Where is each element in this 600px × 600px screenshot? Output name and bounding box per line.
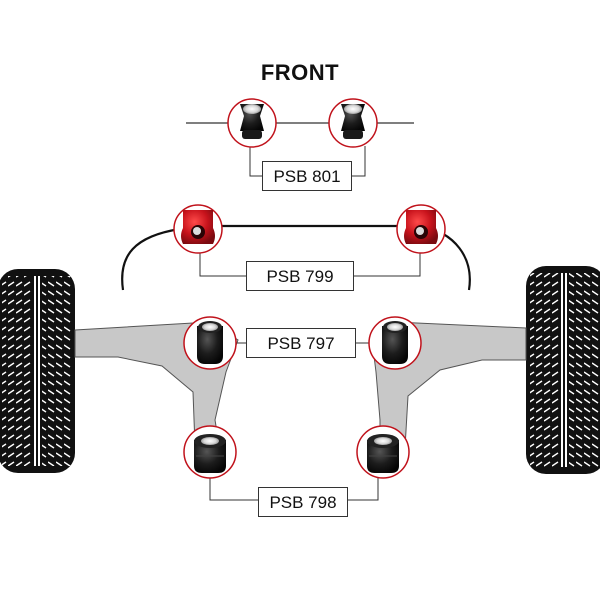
bush-psb798-left <box>183 425 237 479</box>
leader-lines <box>199 146 421 501</box>
bush-psb797-right <box>368 316 422 370</box>
right-tyre <box>526 266 600 474</box>
diagram-title: FRONT <box>260 60 340 85</box>
bush-psb799-right <box>396 204 446 254</box>
bush-psb799-left <box>173 204 223 254</box>
left-tyre <box>0 269 75 473</box>
bush-psb797-left <box>183 316 237 370</box>
part-label-psb801: PSB 801 <box>262 161 352 191</box>
part-label-psb798: PSB 798 <box>258 487 348 517</box>
bush-psb798-right <box>356 425 410 479</box>
bush-psb801-left <box>227 98 277 148</box>
part-label-psb799: PSB 799 <box>246 261 354 291</box>
part-label-psb797: PSB 797 <box>246 328 356 358</box>
bush-psb801-right <box>328 98 378 148</box>
